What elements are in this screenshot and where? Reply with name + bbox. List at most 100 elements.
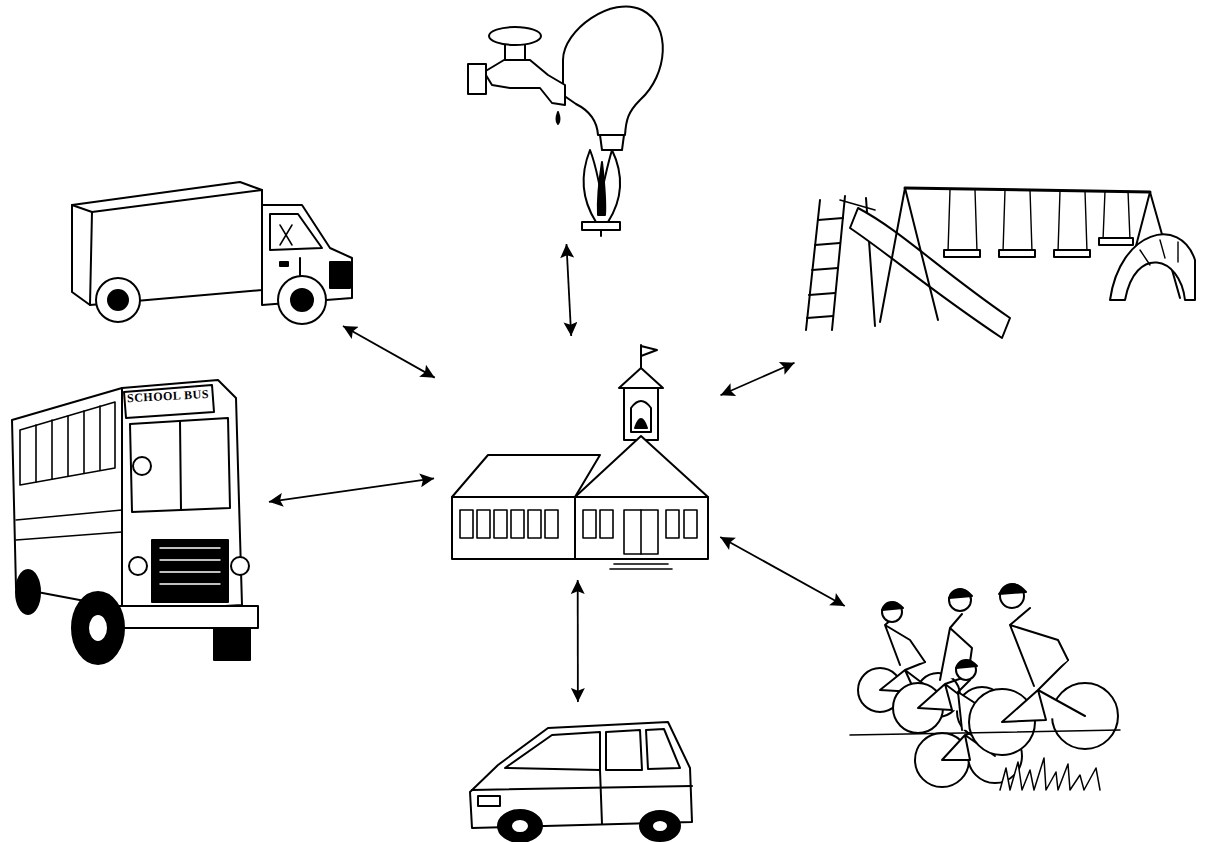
double-arrow	[720, 537, 845, 606]
truck-drawing-part	[291, 289, 313, 311]
cyclists-drawing-part	[850, 730, 1120, 790]
car-drawing-part	[505, 732, 600, 770]
playground-drawing-part	[807, 316, 833, 318]
school-drawing-part	[631, 401, 651, 432]
utilities-drawing-part	[484, 60, 565, 105]
car-drawing-part	[472, 786, 692, 790]
playground-drawing-part	[880, 188, 905, 322]
school-bus-drawing-part	[124, 385, 214, 418]
car-drawing-part	[652, 820, 668, 832]
school-drawing-part	[624, 388, 658, 440]
car-drawing-part	[646, 729, 680, 769]
car-drawing-part	[511, 819, 529, 833]
playground-drawing-part	[1110, 234, 1195, 300]
playground-drawing-part	[1140, 250, 1150, 265]
school-bus-drawing-part	[122, 380, 242, 612]
playground-drawing	[806, 188, 1195, 338]
school-node	[440, 342, 715, 574]
school-bus-drawing-part-part	[20, 402, 115, 485]
car-node	[462, 708, 694, 842]
school-drawing-part-part	[614, 563, 668, 565]
car-drawing-part	[498, 810, 542, 842]
utilities-drawing-part	[563, 6, 663, 135]
illustration-layer-part	[12, 6, 1195, 842]
playground-drawing-part	[809, 293, 835, 295]
school-drawing-part	[452, 497, 708, 559]
school-drawing-part-part	[494, 510, 507, 538]
school-drawing-part-part	[610, 568, 672, 570]
playground-drawing-part	[850, 208, 1010, 338]
double-arrow	[566, 244, 571, 336]
utilities-drawing-part	[598, 162, 605, 215]
school-bus-drawing-part-part	[35, 425, 37, 482]
utilities-drawing-part	[557, 112, 560, 124]
double-arrow	[720, 363, 794, 395]
playground-drawing-part	[832, 196, 845, 330]
school-drawing-part	[452, 455, 600, 497]
school-drawing-part-part	[460, 510, 473, 538]
school-drawing-part-part	[477, 510, 490, 538]
playground-drawing-part	[944, 250, 980, 257]
truck-drawing-part	[280, 225, 292, 245]
double-arrow	[269, 478, 434, 501]
school-bus-drawing-part	[16, 402, 122, 540]
utilities-drawing-part	[468, 64, 486, 94]
truck-drawing-part	[108, 290, 128, 310]
school-drawing-part	[574, 497, 576, 559]
cyclists-drawing-part	[956, 660, 976, 680]
school-drawing-part-part	[583, 510, 596, 538]
utilities-drawing-part	[582, 222, 620, 230]
truck-drawing-part	[92, 190, 262, 212]
school-bus-drawing-part	[180, 421, 181, 510]
school-bus-drawing-part-part	[160, 571, 220, 572]
school-bus-drawing-part	[130, 418, 230, 512]
cyclists-drawing-part-part	[850, 730, 1120, 735]
double-arrow	[343, 326, 435, 378]
school-drawing-part-part	[618, 558, 664, 560]
car-drawing-part	[600, 770, 602, 824]
school-bus-drawing-part-part	[67, 416, 69, 476]
cyclists-node	[850, 575, 1125, 795]
playground-drawing-part-part	[975, 190, 977, 252]
cyclists-drawing-part	[882, 602, 903, 610]
school-bus-drawing-part	[133, 457, 151, 475]
school-bus-drawing	[12, 380, 258, 664]
truck-drawing-part	[72, 205, 92, 212]
school-bus-drawing-part	[231, 557, 249, 575]
cyclists-drawing	[850, 584, 1120, 790]
school-bus-drawing-part	[129, 557, 147, 575]
car-drawing-part	[606, 730, 642, 770]
cyclists-drawing-part	[949, 589, 972, 598]
cyclists-drawing-part	[882, 602, 902, 622]
playground-drawing-part	[905, 188, 1150, 192]
school-drawing-part	[619, 368, 663, 388]
utilities-drawing-part	[489, 27, 541, 45]
school-bus-drawing-part	[214, 628, 250, 660]
school-bus-drawing-part	[72, 592, 124, 664]
school-bus-drawing-part-part	[16, 532, 122, 540]
school-bus-drawing-part-part	[99, 406, 101, 470]
school-drawing-part	[460, 510, 697, 569]
school-drawing-part-part	[545, 510, 558, 538]
school-bus-node: SCHOOL BUS	[5, 375, 263, 667]
playground-drawing-part-part	[1058, 191, 1060, 252]
school-bus-drawing-part-part	[51, 420, 53, 479]
cyclists-drawing-part	[949, 589, 971, 611]
truck-drawing	[72, 182, 352, 324]
playground-node	[800, 180, 1200, 365]
playground-drawing-part	[1054, 250, 1090, 257]
school-drawing-part-part	[528, 510, 541, 538]
school-drawing-part-part	[600, 510, 613, 538]
school-bus-drawing-part-part	[160, 547, 220, 548]
school-drawing-part-part	[624, 510, 658, 554]
truck-drawing-part	[278, 276, 326, 324]
school-bus-drawing-part	[152, 540, 228, 602]
school-drawing-part	[641, 346, 657, 356]
school-bus-drawing-part	[16, 570, 40, 614]
car-drawing-part	[478, 796, 500, 806]
truck-drawing-part	[270, 214, 322, 250]
utilities-drawing	[468, 6, 663, 236]
